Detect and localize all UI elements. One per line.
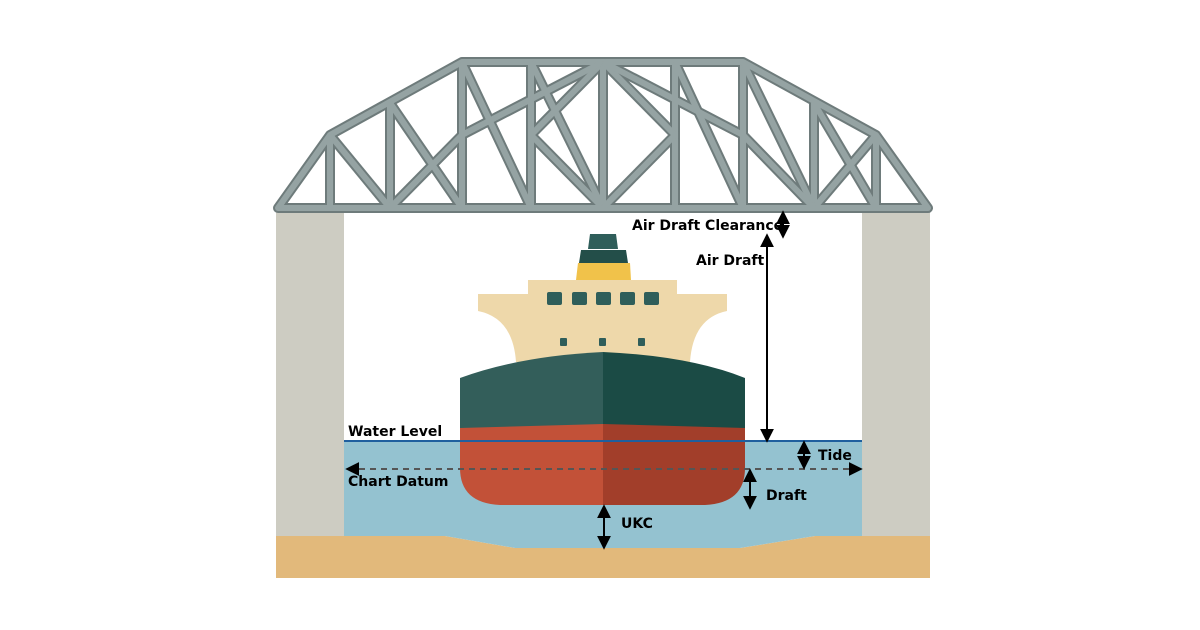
funnel-body — [576, 263, 631, 280]
draft-label: Draft — [766, 488, 807, 504]
bridge-truss — [273, 57, 933, 213]
water-level-label: Water Level — [348, 424, 442, 440]
funnel-band — [579, 250, 628, 263]
ship — [460, 234, 745, 505]
air-draft-label: Air Draft — [696, 253, 764, 269]
air-draft-clearance-label: Air Draft Clearance — [632, 218, 783, 234]
hull-upper-left — [460, 352, 603, 428]
tide-label: Tide — [818, 448, 852, 464]
portholes — [560, 338, 645, 346]
seabed — [276, 536, 930, 578]
funnel-top — [588, 234, 618, 249]
hull-lower-right — [603, 424, 745, 505]
left-pier — [276, 210, 344, 536]
hull-upper-right — [603, 352, 745, 428]
chart-datum-label: Chart Datum — [348, 474, 448, 490]
bridge-windows — [547, 292, 659, 305]
ukc-label: UKC — [621, 516, 653, 532]
right-pier — [862, 210, 930, 536]
superstructure — [478, 280, 727, 362]
hull-lower-left — [460, 424, 603, 505]
